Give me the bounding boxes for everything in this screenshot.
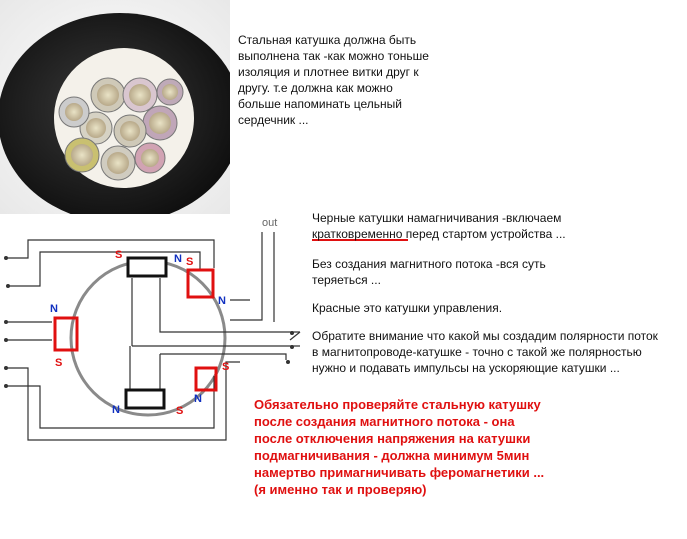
- pole-top-black-s: S: [115, 249, 122, 261]
- pole-bottom-black-n: N: [112, 404, 120, 416]
- polarity-note: Обратите внимание что какой мы создадим …: [312, 329, 658, 375]
- no-flux-note: Без создания магнитного потока -вся суть…: [312, 257, 546, 287]
- steel-coil-note: Стальная катушка должна быть выполнена т…: [238, 33, 429, 127]
- pole-lowright-red-s: S: [222, 361, 229, 373]
- pole-bottom-black-s: S: [176, 405, 183, 417]
- left-control-coil: [53, 316, 79, 352]
- pole-lowright-red-n: N: [194, 393, 202, 405]
- wires: [6, 232, 301, 441]
- pole-left-red-s: S: [55, 357, 62, 369]
- right-control-coil: [186, 268, 215, 299]
- cable-cross-section-photo: [0, 0, 230, 214]
- pole-top-black-n: N: [174, 253, 182, 265]
- red-coils-note: Красные это катушки управления.: [312, 301, 503, 315]
- warning-note: Обязательно проверяйте стальную катушку …: [254, 397, 545, 497]
- black-coils-note: Черные катушки намагничивания -включаем …: [312, 211, 566, 241]
- top-magnetizing-coil: [126, 256, 168, 278]
- bottom-magnetizing-coil: [124, 388, 166, 410]
- pole-right-red-s: S: [186, 256, 193, 268]
- lower-right-control-coil: [194, 366, 218, 392]
- pole-right-red-n: N: [218, 295, 226, 307]
- pole-left-red-n: N: [50, 303, 58, 315]
- out-label: out: [262, 217, 277, 229]
